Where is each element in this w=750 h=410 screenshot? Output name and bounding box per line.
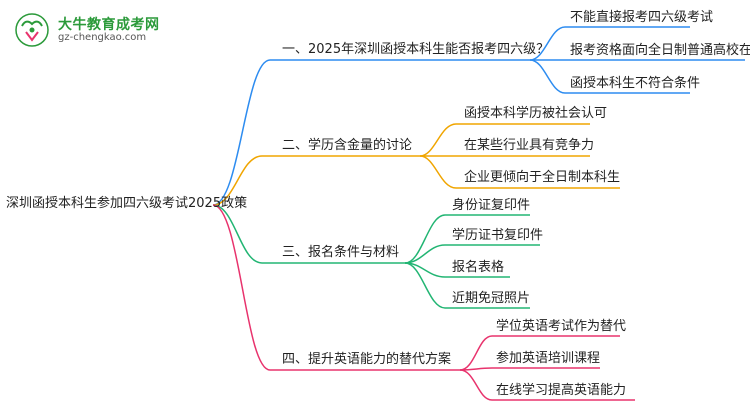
- connector-branch-4-child-2: [459, 367, 600, 371]
- connector-root-branch-4: [212, 204, 460, 371]
- connector-branch-2-child-1: [419, 123, 590, 157]
- branch-2-child-1: 函授本科学历被社会认可: [464, 106, 608, 121]
- branch-1-child-2: 报考资格面向全日制普通高校在校生: [570, 43, 750, 58]
- connector-root-branch-3: [212, 204, 405, 264]
- branch-4-label: 四、提升英语能力的替代方案: [282, 352, 452, 367]
- branch-1-label: 一、2025年深圳函授本科生能否报考四六级？: [282, 42, 550, 57]
- branch-2-label: 二、学历含金量的讨论: [282, 138, 413, 153]
- branch-3-label: 三、报名条件与材料: [282, 245, 400, 260]
- connector-branch-3-child-4: [404, 262, 530, 309]
- connector-branch-3-child-2: [404, 244, 540, 264]
- branch-3-child-1: 身份证复印件: [452, 198, 531, 213]
- bull-logo-icon: [15, 13, 49, 47]
- connector-root-branch-2: [212, 155, 420, 206]
- logo-domain: gz-chengkao.com: [58, 32, 147, 43]
- connector-branch-4-child-3: [459, 369, 635, 401]
- mindmap-root: 深圳函授本科生参加四六级考试2025政策: [6, 196, 248, 211]
- connector-branch-4-child-1: [459, 335, 620, 371]
- connector-branch-3-child-1: [404, 214, 530, 264]
- branch-3-child-2: 学历证书复印件: [452, 228, 544, 243]
- branch-4-child-1: 学位英语考试作为替代: [496, 319, 627, 334]
- branch-2-child-2: 在某些行业具有竞争力: [464, 138, 595, 153]
- connector-branch-1-child-3: [529, 59, 690, 94]
- connector-root-branch-1: [212, 59, 530, 206]
- site-logo: 大牛教育成考网 gz-chengkao.com: [8, 12, 208, 48]
- branch-4-child-2: 参加英语培训课程: [496, 351, 601, 366]
- connector-branch-3-child-3: [404, 262, 510, 278]
- branch-1-child-1: 不能直接报考四六级考试: [570, 10, 714, 25]
- connector-branch-1-child-1: [529, 26, 690, 61]
- branch-1-child-3: 函授本科生不符合条件: [570, 76, 701, 91]
- branch-4-child-3: 在线学习提高英语能力: [496, 383, 627, 398]
- branch-3-child-4: 近期免冠照片: [452, 291, 531, 306]
- logo-name: 大牛教育成考网: [58, 17, 160, 33]
- branch-2-child-3: 企业更倾向于全日制本科生: [464, 170, 621, 185]
- connector-branch-2-child-3: [419, 155, 620, 189]
- branch-3-child-3: 报名表格: [452, 260, 505, 275]
